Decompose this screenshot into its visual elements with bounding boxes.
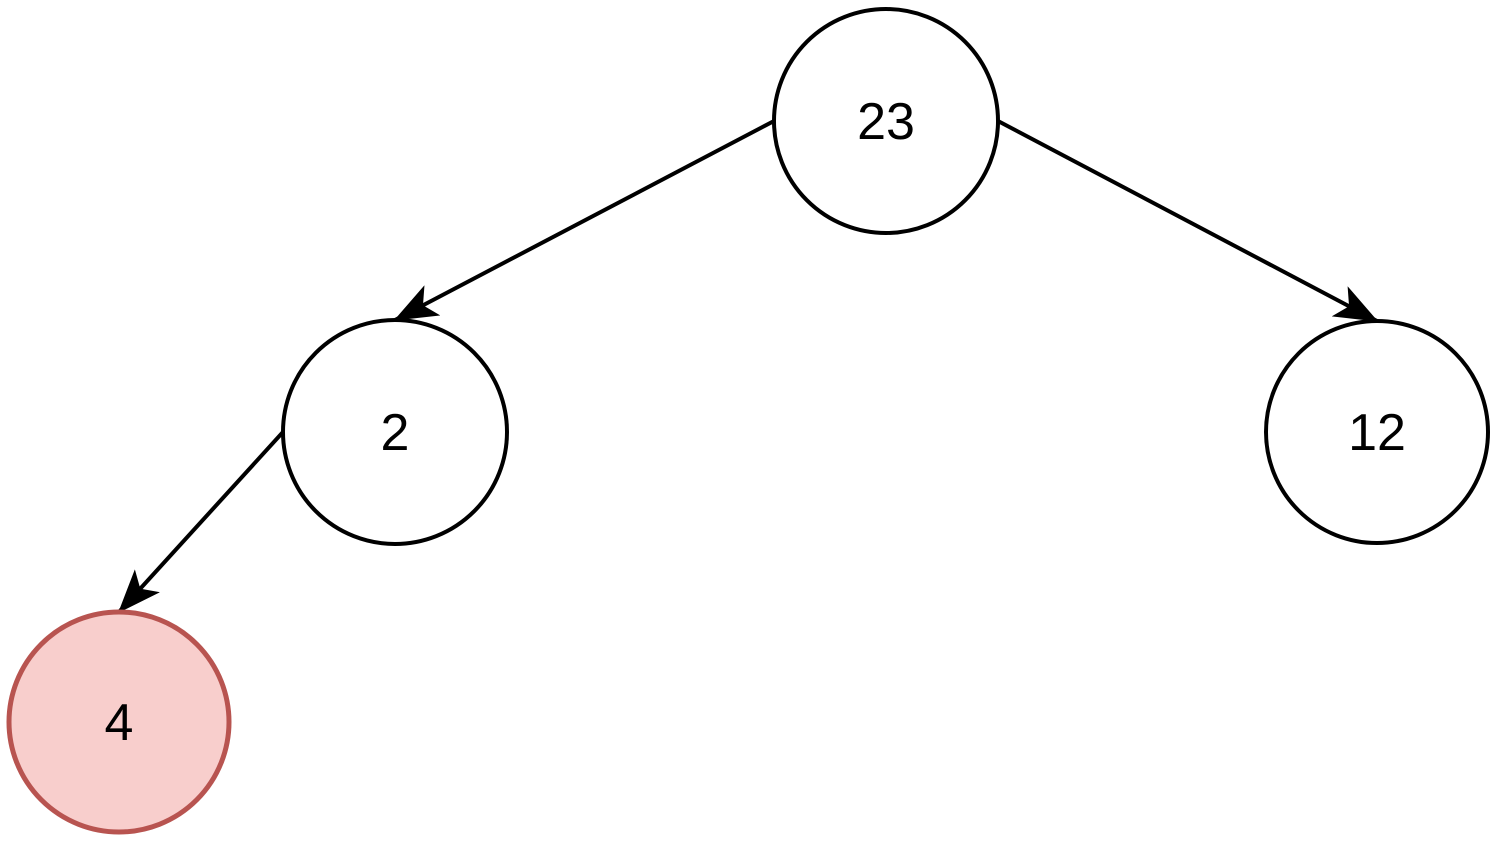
- nodes-layer: 23 2 12 4: [6, 7, 1490, 835]
- tree-node-2: 2: [281, 318, 509, 546]
- node-label-4: 4: [105, 694, 134, 752]
- node-label-2: 2: [381, 404, 410, 462]
- edges-layer: [117, 119, 1377, 614]
- node-circle-23: [772, 7, 1000, 235]
- node-circle-12: [1264, 319, 1490, 545]
- tree-node-12: 12: [1264, 319, 1490, 545]
- tree-node-23: 23: [772, 7, 1000, 235]
- node-circle-2: [281, 318, 509, 546]
- node-label-12: 12: [1348, 404, 1406, 462]
- node-label-23: 23: [857, 93, 915, 151]
- node-circle-4: [6, 609, 232, 835]
- tree-edge-23-to-12: [997, 119, 1377, 323]
- tree-edge-2-to-4: [117, 430, 285, 614]
- tree-edge-23-to-2: [395, 119, 775, 322]
- tree-node-4-highlighted: 4: [6, 609, 232, 835]
